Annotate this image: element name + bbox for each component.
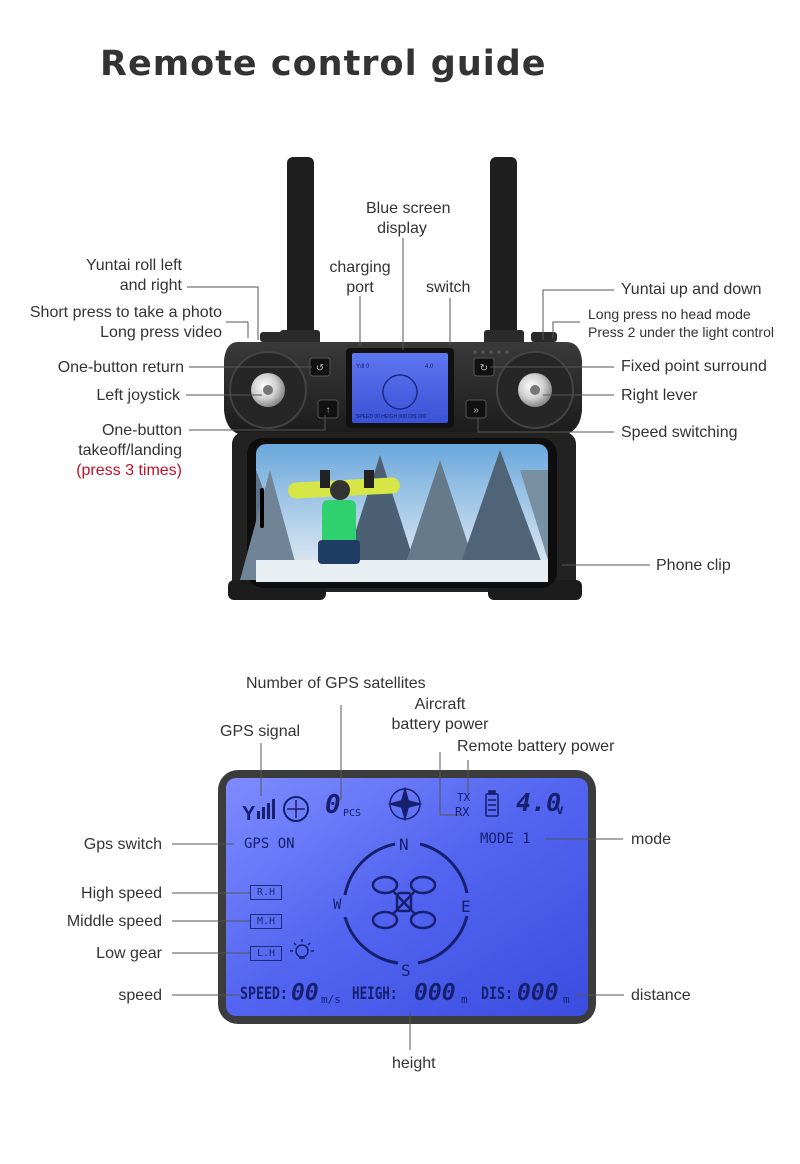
svg-text:Yıll 0: Yıll 0 <box>356 364 370 370</box>
label-fixed-point: Fixed point surround <box>621 358 767 375</box>
lcd-compass-n: N <box>399 835 409 854</box>
lcd-speed-label: SPEED: <box>240 984 288 1004</box>
label-gps-switch: Gps switch <box>83 836 162 853</box>
label-speed-switching: Speed switching <box>621 424 738 441</box>
lcd-voltage-unit: v <box>556 803 564 818</box>
right-antenna <box>490 157 517 337</box>
svg-text:SPEED 00 HEIGH 000 DIS 000: SPEED 00 HEIGH 000 DIS 000 <box>356 414 427 420</box>
lcd-voltage: 4.0 <box>516 788 562 817</box>
signal-icon: Y <box>242 799 275 825</box>
svg-text:»: » <box>473 405 479 416</box>
label-switch: switch <box>426 279 471 296</box>
lcd-tx: TX <box>457 791 471 804</box>
lcd-dis-value: 000 <box>517 980 559 1006</box>
page-title: Remote control guide <box>100 44 547 84</box>
label-yuntai-updown: Yuntai up and down <box>621 281 762 298</box>
lcd-lh: L.H <box>250 946 282 961</box>
label-gps-signal: GPS signal <box>220 723 301 740</box>
label-mode: mode <box>631 831 672 848</box>
lcd-sat-unit: PCS <box>343 808 362 819</box>
lcd-speed-unit: m/s <box>321 993 341 1006</box>
battery-icon <box>485 790 499 817</box>
small-blue-screen <box>352 353 448 423</box>
lcd-sat-count: 0 <box>325 790 341 820</box>
lcd-dis-unit: m <box>563 993 570 1006</box>
lcd-mh: M.H <box>250 914 282 929</box>
svg-text:↑: ↑ <box>326 405 331 416</box>
lcd-speed-value: 00 <box>291 980 319 1006</box>
svg-text:4.0: 4.0 <box>425 364 434 370</box>
lcd-dis-label: DIS: <box>481 984 513 1004</box>
takeoff-note: (press 3 times) <box>76 462 182 479</box>
svg-text:↻: ↻ <box>480 363 488 374</box>
lcd-height-unit: m <box>461 993 468 1006</box>
svg-text:↺: ↺ <box>316 363 324 374</box>
label-remote-battery: Remote battery power <box>457 738 615 755</box>
label-distance: distance <box>631 987 691 1004</box>
lcd-gps-status: GPS ON <box>244 836 295 852</box>
label-speed: speed <box>118 987 162 1004</box>
lcd-compass-s: S <box>401 961 411 980</box>
label-right-lever: Right lever <box>621 387 698 404</box>
svg-text:Y: Y <box>242 803 256 825</box>
label-gps-satellites: Number of GPS satellites <box>246 675 426 692</box>
label-low-gear: Low gear <box>96 945 162 962</box>
gps-satellite-icon <box>283 796 309 822</box>
label-phone-clip: Phone clip <box>656 557 731 574</box>
lightbulb-icon <box>290 939 314 959</box>
label-middle-speed: Middle speed <box>66 913 162 930</box>
label-one-button-return: One-button return <box>57 359 184 376</box>
compass-rose-icon <box>387 786 423 822</box>
label-height: height <box>392 1055 436 1072</box>
left-antenna <box>287 157 314 337</box>
label-left-joystick: Left joystick <box>96 387 180 404</box>
lcd-height-label: HEIGH: <box>352 984 398 1004</box>
lcd-rh: R.H <box>250 885 282 900</box>
lcd-screen <box>226 778 588 1016</box>
lcd-compass-e: E <box>461 897 471 916</box>
lcd-compass-w: W <box>333 897 342 913</box>
lcd-mode: MODE 1 <box>480 831 531 847</box>
drone-icon <box>371 875 437 930</box>
label-high-speed: High speed <box>81 885 162 902</box>
lcd-rx: RX <box>455 805 470 819</box>
lcd-height-value: 000 <box>414 980 456 1006</box>
